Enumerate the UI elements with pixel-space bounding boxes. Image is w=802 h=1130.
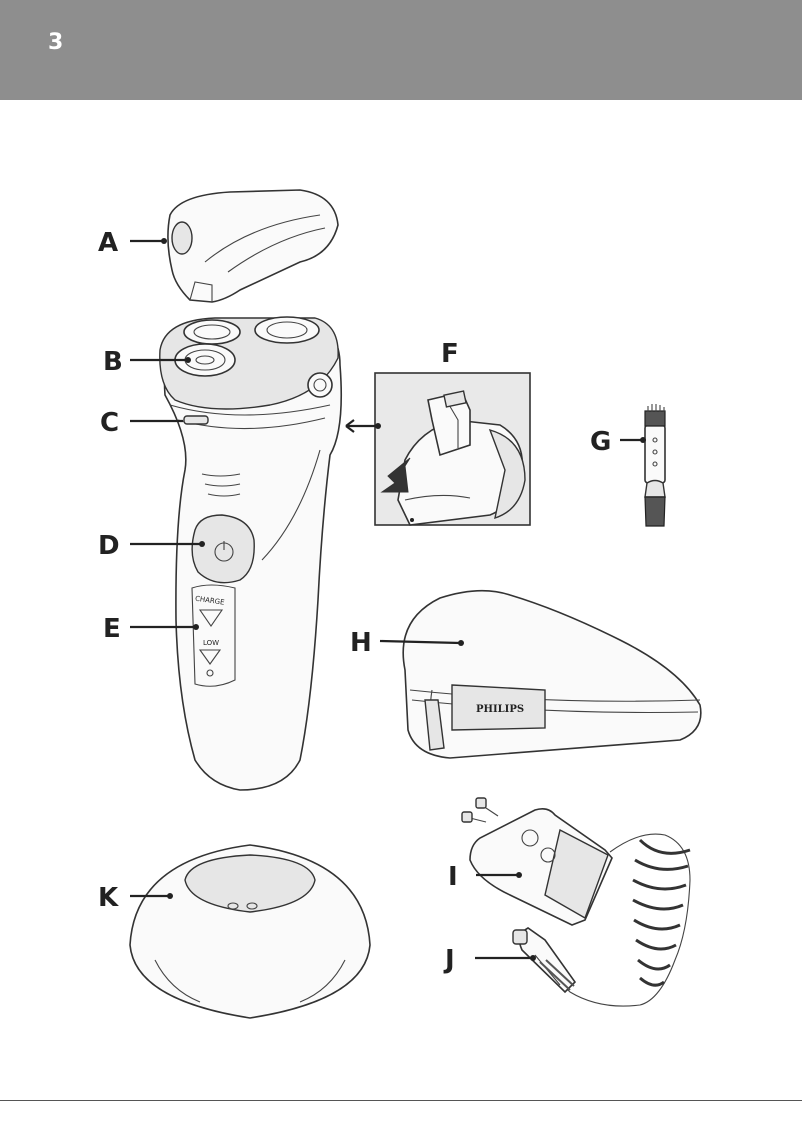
appliance-plug	[512, 927, 577, 994]
adapter	[461, 797, 691, 1007]
charging-stand	[129, 844, 371, 1019]
label-F: F	[441, 339, 459, 369]
header-band	[0, 0, 802, 100]
cleaning-brush	[644, 404, 666, 527]
label-B: B	[103, 347, 123, 377]
pouch-brand: PHILIPS	[476, 704, 524, 715]
label-J: J	[443, 945, 455, 975]
label-D: D	[98, 531, 120, 561]
leader-H	[379, 639, 461, 645]
label-H: H	[350, 628, 372, 658]
pouch: PHILIPS	[402, 589, 702, 759]
label-K: K	[98, 883, 119, 913]
label-E: E	[103, 614, 121, 644]
shaver-body: CHARGE LOW	[159, 316, 343, 791]
label-G: G	[590, 427, 611, 457]
label-C: C	[100, 408, 119, 438]
bottom-rule	[0, 1100, 802, 1101]
label-I: I	[448, 862, 458, 892]
page-number: 3	[48, 30, 64, 55]
label-A: A	[98, 228, 118, 258]
protection-cap	[167, 189, 339, 303]
trimmer-inset	[374, 372, 531, 526]
low-text: LOW	[203, 639, 219, 647]
